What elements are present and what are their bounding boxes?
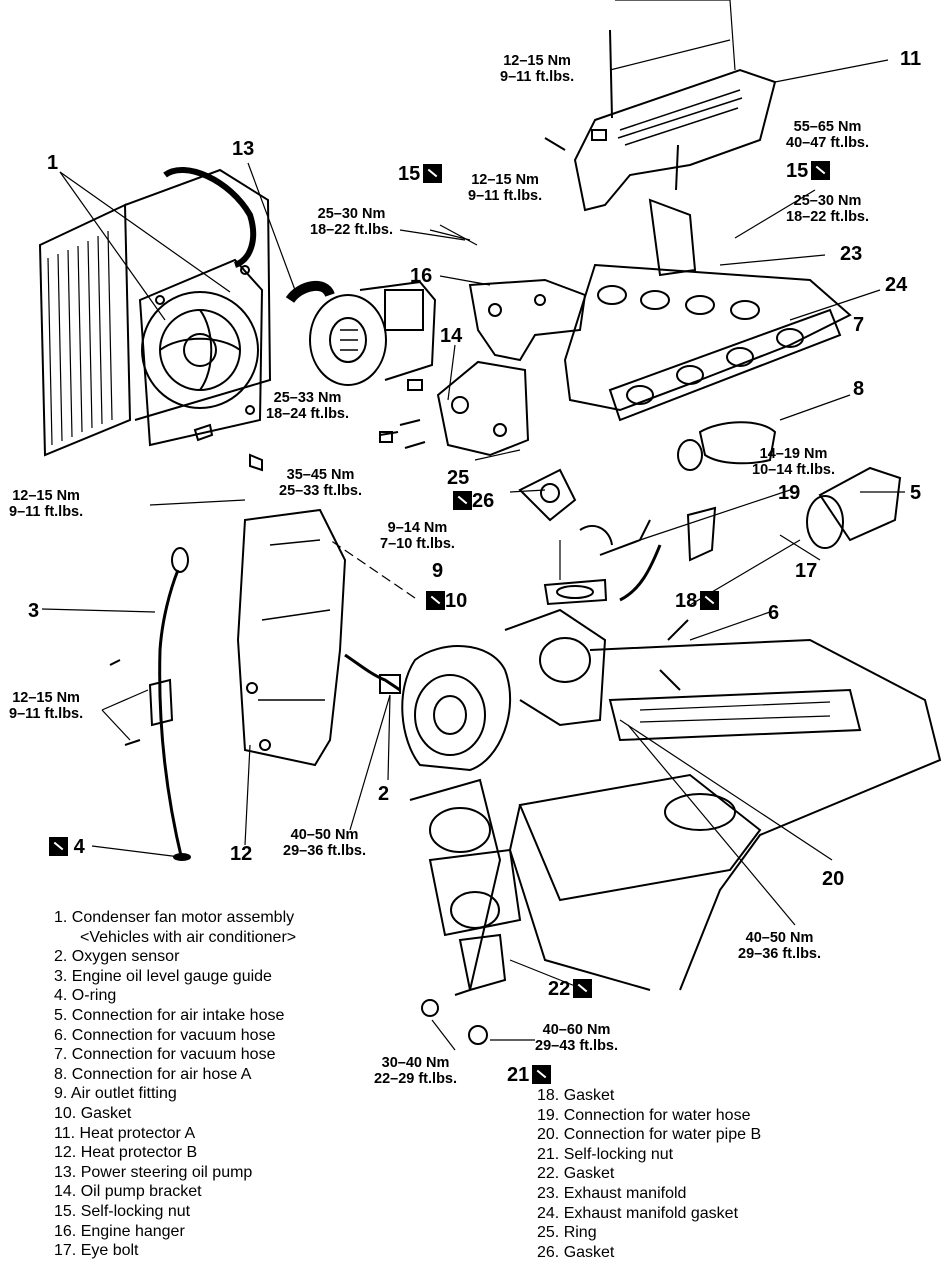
legend-item: 5. Connection for air intake hose (54, 1006, 285, 1024)
callout-15-right: 15 (786, 160, 831, 183)
legend-item: 6. Connection for vacuum hose (54, 1026, 276, 1044)
legend-item: 9. Air outlet fitting (54, 1085, 177, 1103)
legend-item: 16. Engine hanger (54, 1222, 185, 1240)
legend-item: 3. Engine oil level gauge guide (54, 967, 272, 985)
leader-lines (41, 0, 905, 1051)
engine-hanger (468, 278, 587, 362)
replace-part-icon (49, 837, 68, 856)
callout-14: 14 (440, 325, 463, 347)
callout-21: 21 (507, 1064, 552, 1087)
callout-6: 6 (768, 602, 780, 624)
callout-10: 10 (423, 590, 467, 613)
legend-item: 19. Connection for water hose (537, 1106, 751, 1124)
legend-item: 22. Gasket (537, 1165, 615, 1183)
callout-13: 13 (232, 138, 255, 160)
replace-part-icon (811, 161, 831, 180)
callout-8: 8 (853, 378, 865, 400)
radiator-fan-assembly (38, 167, 272, 472)
legend-item: <Vehicles with air conditioner> (80, 928, 297, 946)
oxygen-sensor (344, 653, 401, 694)
replace-part-icon (453, 491, 472, 510)
callout-11: 11 (900, 48, 922, 70)
callout-18: 18 (675, 590, 720, 613)
callout-3: 3 (28, 600, 40, 622)
replace-part-icon (700, 591, 720, 610)
cylinder-head (508, 638, 942, 991)
callout-17: 17 (795, 560, 818, 582)
legend-item: 4. O-ring (54, 987, 117, 1005)
legend-item: 7. Connection for vacuum hose (54, 1046, 276, 1064)
legend-item: 15. Self-locking nut (54, 1202, 191, 1220)
exhaust-manifold (563, 144, 852, 422)
callout-5: 5 (910, 482, 922, 504)
legend-item: 17. Eye bolt (54, 1242, 139, 1260)
legend-item: 18. Gasket (537, 1087, 615, 1104)
legend-item: 26. Gasket (537, 1243, 615, 1261)
legend-item: 20. Connection for water pipe B (537, 1126, 762, 1144)
callout-9: 9 (432, 560, 444, 582)
callout-4: 4 (46, 836, 85, 859)
legend-item: 10. Gasket (54, 1104, 132, 1122)
legend-item: 13. Power steering oil pump (54, 1163, 253, 1181)
oil-level-gauge-guide (109, 547, 191, 861)
callout-15-left: 15 (398, 163, 443, 186)
callout-25: 25 (447, 467, 470, 489)
legend-item: 25. Ring (537, 1224, 597, 1242)
legend-item: 21. Self-locking nut (537, 1145, 674, 1163)
power-steering-pump (285, 280, 437, 386)
oil-pump-bracket (379, 360, 530, 457)
callout-23: 23 (840, 243, 863, 265)
legend-left: 1. Condenser fan motor assembly <Vehicle… (54, 908, 296, 1261)
replace-part-icon (573, 979, 593, 998)
callout-26: 26 (450, 490, 494, 513)
callout-1: 1 (47, 152, 59, 174)
legend-item: 23. Exhaust manifold (537, 1184, 687, 1202)
callout-19: 19 (778, 482, 801, 504)
replace-part-icon (532, 1065, 552, 1084)
legend-item: 24. Exhaust manifold gasket (537, 1204, 739, 1222)
turbocharger (236, 421, 902, 772)
callout-12: 12 (230, 843, 253, 865)
legend-item: 2. Oxygen sensor (54, 948, 180, 966)
callout-20: 20 (822, 868, 845, 890)
legend-item: 11. Heat protector A (54, 1124, 196, 1142)
front-exhaust-pipe (409, 778, 522, 1045)
legend-item: 8. Connection for air hose A (54, 1065, 252, 1083)
legend-right: 18. Gasket 19. Connection for water hose… (537, 1086, 761, 1262)
callout-16: 16 (410, 265, 433, 287)
replace-part-icon (423, 164, 443, 183)
legend-item: 1. Condenser fan motor assembly (54, 909, 295, 926)
replace-part-icon (426, 591, 445, 610)
callout-24: 24 (885, 274, 908, 296)
callout-2: 2 (378, 783, 390, 805)
callout-22: 22 (548, 978, 593, 1001)
heat-protector-a (544, 29, 777, 212)
callout-7: 7 (853, 314, 865, 336)
legend-item: 14. Oil pump bracket (54, 1183, 202, 1201)
legend-item: 12. Heat protector B (54, 1144, 198, 1162)
